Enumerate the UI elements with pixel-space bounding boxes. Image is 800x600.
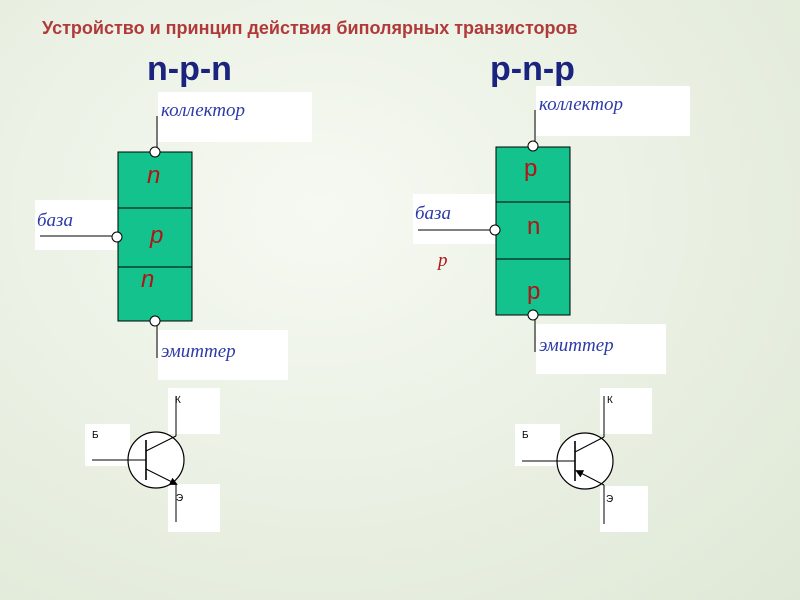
pnp-collector-label: коллектор (539, 94, 624, 115)
npn-emitter-terminal (149, 315, 161, 327)
pnp-layer-collector-letter: p (524, 155, 538, 182)
npn-symbol-collector-branch (145, 435, 177, 452)
pnp-block (495, 146, 571, 316)
pnp-collector-terminal (527, 140, 539, 152)
pnp-heading: p-n-p (490, 50, 575, 88)
pnp-symbol-k-label: К (607, 395, 613, 406)
npn-transistor-symbol (92, 396, 185, 522)
pnp-layer-emitter-letter: p (527, 278, 541, 305)
npn-collector-label: коллектор (161, 100, 246, 121)
npn-symbol-b-box: Б (85, 424, 130, 466)
npn-emitter-label: эмиттер (161, 341, 236, 362)
pnp-layer-emitter (495, 258, 571, 316)
npn-layer-base (117, 207, 193, 268)
npn-base-terminal (111, 231, 123, 243)
npn-layer-base-letter: p (150, 222, 164, 249)
pnp-layer-base-letter: n (527, 213, 541, 240)
pnp-symbol-k-box: К (600, 388, 652, 434)
pnp-symbol-emitter-arrow (575, 470, 605, 486)
npn-symbol-k-label: К (175, 395, 181, 406)
pnp-symbol-e-label: Э (606, 494, 614, 505)
pnp-symbol-e-box: Э (600, 486, 648, 532)
pnp-symbol-b-label: Б (522, 430, 529, 441)
pnp-layer-collector (495, 146, 571, 203)
npn-symbol-e-label: Э (176, 493, 184, 504)
npn-symbol-b-label: Б (92, 430, 99, 441)
pnp-layer-base (495, 201, 571, 260)
npn-layer-collector-letter: n (147, 162, 161, 189)
pnp-base-terminal (489, 224, 501, 236)
pnp-transistor-symbol (522, 396, 614, 524)
npn-collector-terminal (149, 146, 161, 158)
npn-layer-emitter-letter: n (141, 266, 155, 293)
npn-block (117, 151, 193, 322)
npn-symbol-emitter-arrow (145, 468, 178, 485)
pnp-symbol-b-box: Б (515, 424, 560, 466)
npn-emitter-box: эмиттер (158, 330, 288, 380)
pnp-emitter-label: эмиттер (539, 335, 614, 356)
npn-collector-box: коллектор (158, 92, 312, 142)
npn-base-label: база (37, 210, 73, 231)
pnp-base-box: база (413, 194, 495, 244)
npn-symbol-k-box: К (168, 388, 220, 434)
pnp-extra-p-label: p (438, 250, 448, 271)
pnp-emitter-terminal (527, 309, 539, 321)
pnp-collector-box: коллектор (536, 86, 690, 136)
pnp-emitter-box: эмиттер (536, 324, 666, 374)
npn-heading: n-p-n (147, 50, 232, 88)
npn-layer-emitter (117, 266, 193, 322)
page-title: Устройство и принцип действия биполярных… (42, 18, 578, 38)
npn-symbol-e-box: Э (168, 484, 220, 532)
npn-base-box: база (35, 200, 117, 250)
pnp-symbol-collector-branch (574, 436, 605, 453)
pnp-base-label: база (415, 203, 451, 224)
